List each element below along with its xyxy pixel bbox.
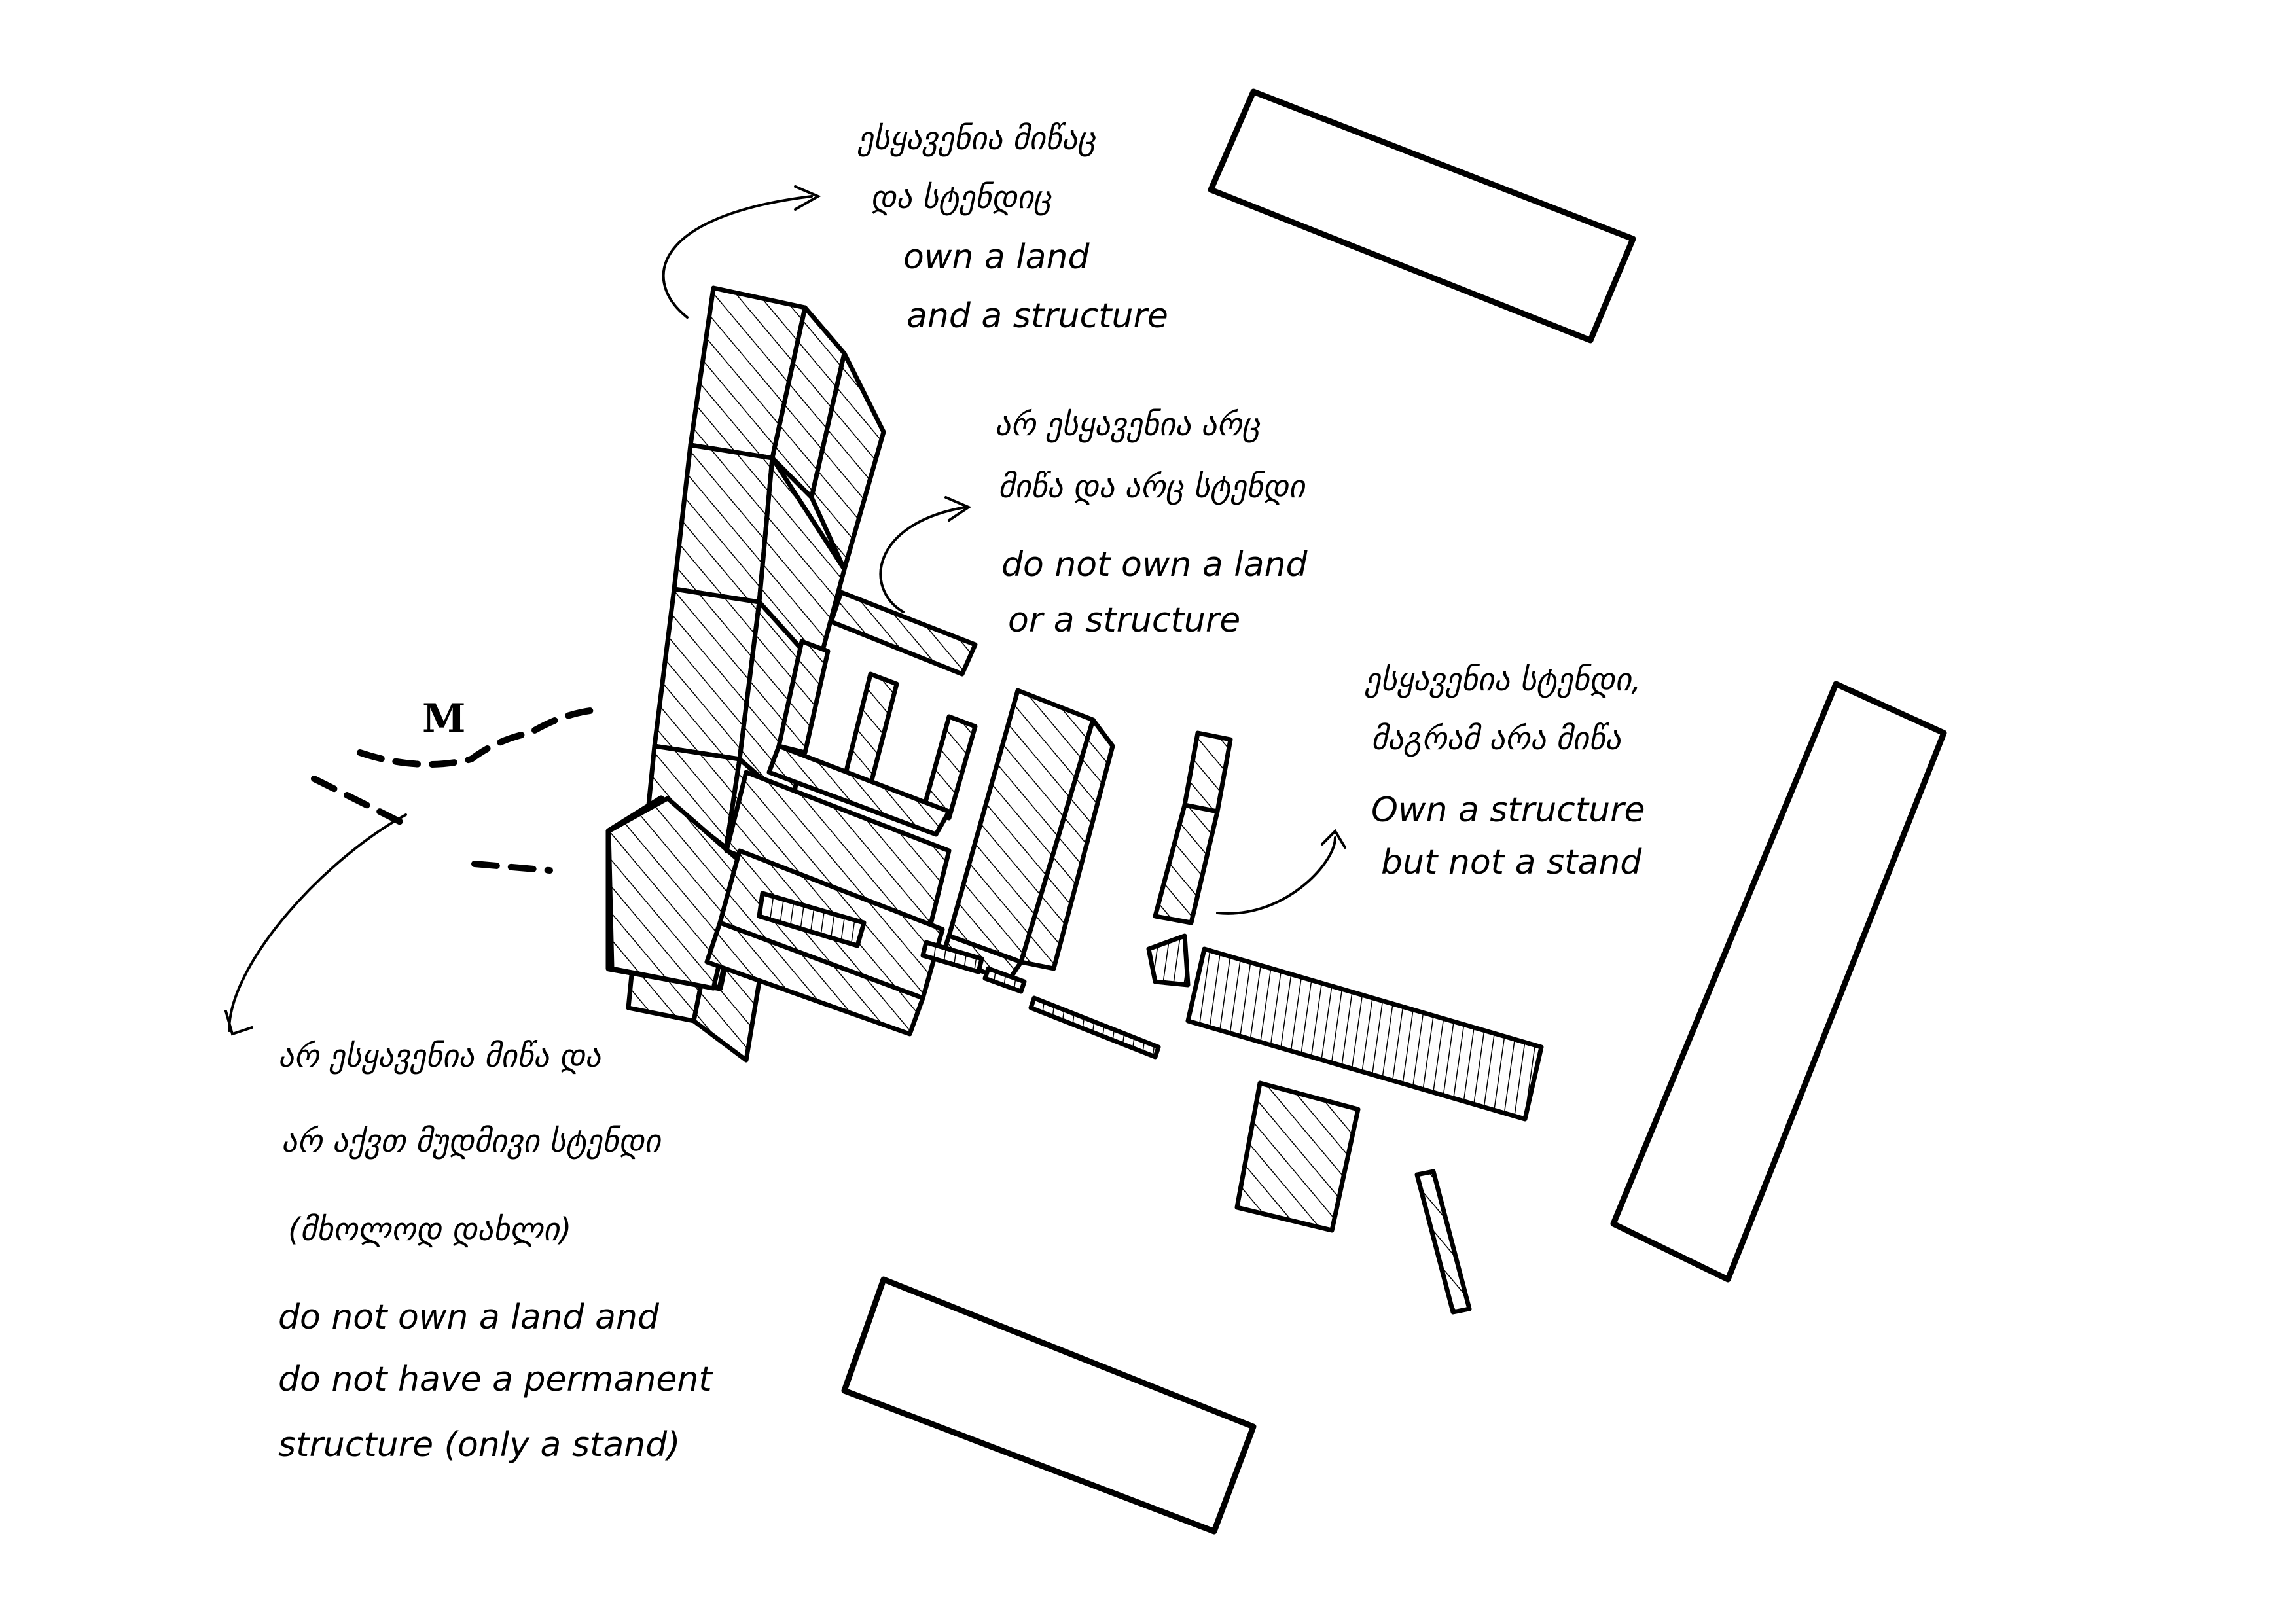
svg-text:მიწა და არც სტენდი: მიწა და არც სტენდი	[998, 469, 1307, 505]
large-block-top-right	[1208, 88, 1636, 344]
map-marker-m: M	[422, 696, 465, 741]
large-block-right	[1610, 681, 1947, 1283]
svg-text:own a land: own a land	[903, 238, 1090, 277]
annotation-no-land-no-permanent: არ ესყავენია მიწა და არ აქვთ მუდმივი სტე…	[278, 1038, 713, 1465]
large-block-bottom	[841, 1276, 1257, 1535]
svg-text:do not own a land and: do not own a land and	[278, 1298, 660, 1337]
svg-text:do not own a land: do not own a land	[1001, 545, 1308, 584]
annotation-no-land-no-structure: არ ესყავენია არც მიწა და არც სტენდი do n…	[995, 406, 1308, 640]
hatched-comb-blocks	[724, 590, 978, 932]
svg-text:და სტენდიც: და სტენდიც	[870, 179, 1052, 216]
svg-text:but not a stand: but not a stand	[1381, 843, 1642, 882]
annotation-own-land-structure: ესყავენია მიწაც და სტენდიც own a land an…	[857, 120, 1168, 336]
svg-text:or a structure: or a structure	[1008, 601, 1240, 640]
svg-text:ესყავენია მიწაც: ესყავენია მიწაც	[857, 120, 1096, 157]
svg-text:(მხოლოდ დახლი): (მხოლოდ დახლი)	[288, 1211, 571, 1248]
svg-text:არ ესყავენია მიწა და: არ ესყავენია მიწა და	[278, 1038, 601, 1075]
svg-text:Own a structure: Own a structure	[1371, 791, 1645, 830]
svg-text:ესყავენია სტენდი,: ესყავენია სტენდი,	[1364, 662, 1641, 698]
svg-text:არ აქვთ მუდმივი სტენდი: არ აქვთ მუდმივი სტენდი	[281, 1123, 662, 1160]
small-hatched-stack	[1414, 1169, 1472, 1315]
hatched-tall-block	[940, 688, 1115, 984]
hatched-right-column	[1153, 730, 1233, 925]
small-strips	[757, 891, 1161, 1060]
dashed-path-lines	[311, 707, 599, 874]
svg-text:არ ესყავენია არც: არ ესყავენია არც	[995, 406, 1261, 443]
svg-text:მაგრამ არა მიწა: მაგრამ არა მიწა	[1371, 721, 1621, 757]
annotation-arrows	[224, 185, 1346, 1036]
svg-text:do not have a permanent: do not have a permanent	[278, 1360, 713, 1399]
annotation-own-structure-not-stand: ესყავენია სტენდი, მაგრამ არა მიწა Own a …	[1364, 662, 1645, 882]
vertical-hatched-row	[1146, 933, 1544, 1122]
svg-text:M: M	[422, 696, 465, 741]
hatched-square-block	[1234, 1080, 1361, 1233]
svg-text:and a structure: and a structure	[906, 296, 1168, 336]
svg-text:structure (only a stand): structure (only a stand)	[278, 1425, 680, 1465]
